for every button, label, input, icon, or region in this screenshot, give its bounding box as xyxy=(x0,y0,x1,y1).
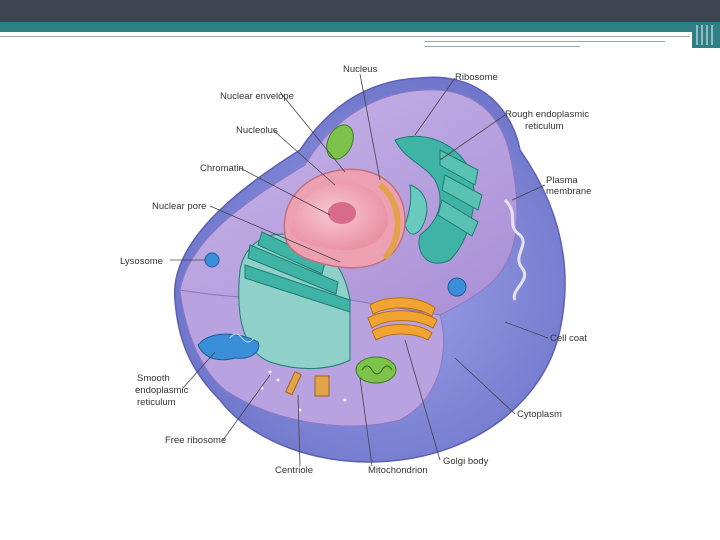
label-nucleus: Nucleus xyxy=(343,64,378,75)
label-mitochondrion: Mitochondrion xyxy=(368,465,428,476)
label-ribosome: Ribosome xyxy=(455,72,498,83)
leader-lines xyxy=(170,73,549,467)
label-plasma-membrane-line1: Plasma xyxy=(546,175,578,186)
lysosome xyxy=(204,252,220,268)
label-chromatin: Chromatin xyxy=(200,163,244,174)
corner-ornament xyxy=(692,22,720,48)
slide-header-bar xyxy=(0,0,720,22)
header-rule-shorter xyxy=(425,46,580,47)
header-rule xyxy=(0,36,690,37)
rough-er xyxy=(394,135,483,264)
label-centriole: Centriole xyxy=(275,465,313,476)
label-free-ribosome: Free ribosome xyxy=(165,435,226,446)
label-smooth-er-line2: endoplasmic xyxy=(135,385,189,396)
label-cytoplasm: Cytoplasm xyxy=(517,409,562,420)
label-smooth-er-line1: Smooth xyxy=(137,373,170,384)
mitochondrion-top xyxy=(326,124,354,160)
label-lysosome: Lysosome xyxy=(120,256,163,267)
header-rule-short xyxy=(425,41,665,42)
label-plasma-membrane-line2: membrane xyxy=(546,186,591,197)
mitochondrion-bottom xyxy=(355,356,397,384)
smooth-er xyxy=(197,333,260,361)
nucleolus xyxy=(328,202,356,224)
nuclear-envelope-rim xyxy=(378,182,401,260)
golgi-body xyxy=(367,297,438,341)
label-nucleolus: Nucleolus xyxy=(236,125,278,136)
centrioles xyxy=(284,371,330,397)
lysosome-2 xyxy=(447,277,467,297)
plasma-membrane xyxy=(503,198,526,301)
slide-accent-bar xyxy=(0,22,720,32)
label-cell-coat: Cell coat xyxy=(550,333,587,344)
label-golgi-body: Golgi body xyxy=(443,456,489,467)
label-rough-er-line1: Rough endoplasmic xyxy=(505,109,589,120)
label-nuclear-envelope: Nuclear envelope xyxy=(220,91,294,102)
label-smooth-er-line3: reticulum xyxy=(137,397,176,408)
label-nuclear-pore: Nuclear pore xyxy=(152,201,206,212)
label-rough-er-line2: reticulum xyxy=(525,121,564,132)
